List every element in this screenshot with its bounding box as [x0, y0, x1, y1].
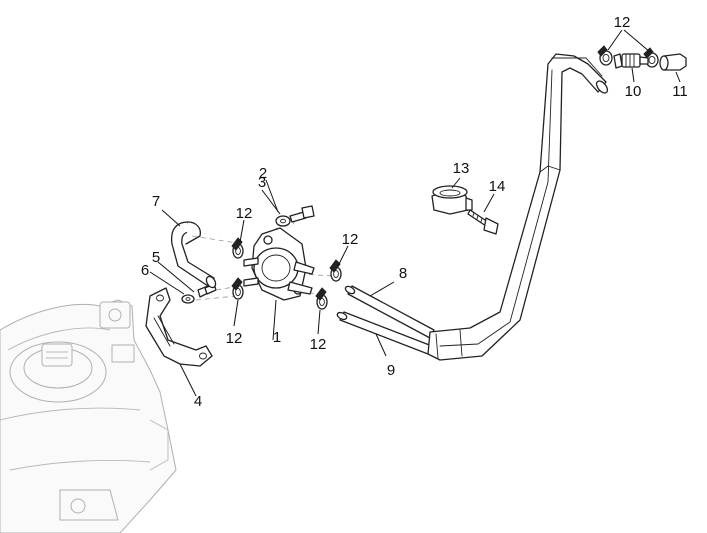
breather-pipe — [427, 53, 609, 361]
fuel-tank-ghost — [0, 299, 177, 533]
callouts: 1 2 3 4 5 6 7 8 9 10 11 12 12 12 12 12 1… — [141, 14, 688, 410]
callout-2: 2 — [259, 165, 267, 182]
check-valve-10 — [613, 53, 649, 69]
callout-13: 13 — [453, 160, 470, 177]
mounting-bracket — [145, 287, 213, 367]
clamp-left-lower — [231, 277, 244, 300]
clamp-top-left — [597, 45, 613, 66]
callout-12-lower-right: 12 — [310, 336, 327, 353]
callout-7: 7 — [152, 193, 160, 210]
bolt-2 — [289, 205, 315, 223]
callout-10: 10 — [625, 83, 642, 100]
clamp-right-lower — [315, 287, 328, 310]
callout-12-lower-left: 12 — [226, 330, 243, 347]
callout-11: 11 — [672, 83, 688, 100]
callout-4: 4 — [194, 393, 202, 410]
callout-1: 1 — [273, 329, 281, 346]
callout-12-upper-left: 12 — [236, 205, 253, 222]
bolt-14 — [467, 209, 499, 235]
washer-6 — [181, 294, 195, 304]
washer-3 — [275, 215, 291, 227]
callout-8: 8 — [399, 265, 407, 282]
callout-3: 3 — [258, 174, 266, 191]
leader-lines — [149, 29, 681, 397]
callout-9: 9 — [387, 362, 395, 379]
hose-9 — [336, 311, 433, 355]
callout-6: 6 — [141, 262, 149, 279]
hose-7 — [170, 221, 217, 289]
callout-12-top: 12 — [614, 14, 631, 31]
pipe-clamp-13 — [431, 185, 473, 215]
clamp-left-upper — [231, 237, 244, 259]
callout-5: 5 — [152, 249, 160, 266]
callout-14: 14 — [489, 178, 506, 195]
cap-11 — [659, 53, 687, 71]
clamp-right-upper — [329, 259, 342, 282]
callout-12-upper-right: 12 — [342, 231, 359, 248]
fuel-filter-1 — [243, 227, 315, 301]
